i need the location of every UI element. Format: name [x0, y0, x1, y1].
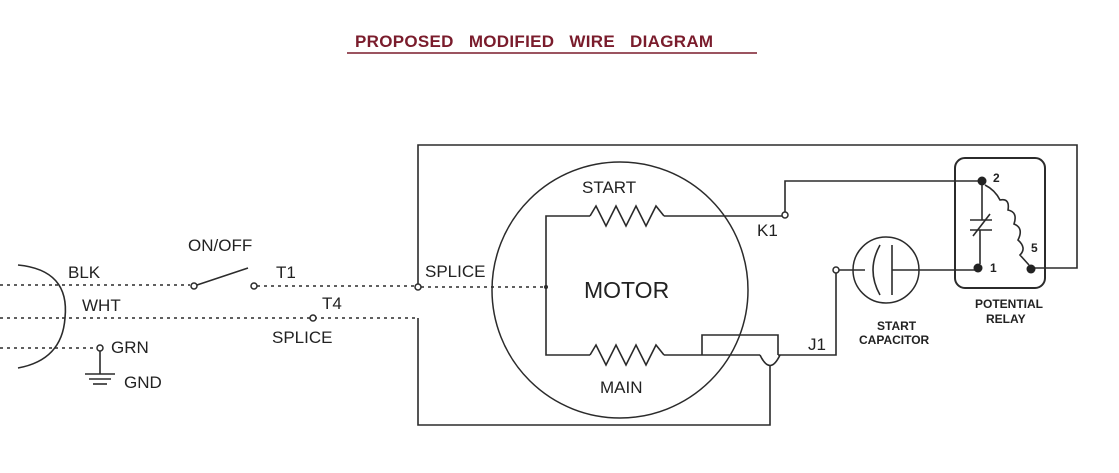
- k1-label: K1: [757, 221, 778, 240]
- resistor-icon: [589, 204, 665, 228]
- motor-label: MOTOR: [584, 277, 669, 303]
- start-winding-label: START: [582, 178, 636, 197]
- blk-label: BLK: [68, 263, 101, 282]
- capacitor-label-line1: START: [877, 319, 917, 333]
- gnd-label: GND: [124, 373, 162, 392]
- k1-wire: [784, 180, 982, 212]
- on-off-label: ON/OFF: [188, 236, 252, 255]
- ground-icon: [85, 351, 115, 385]
- crossover-wire: [759, 354, 781, 367]
- t4-label: T4: [322, 294, 342, 313]
- lower-loop-wire: [417, 318, 771, 426]
- grn-label: GRN: [111, 338, 149, 357]
- capacitor-icon: [839, 236, 978, 304]
- switch-icon: [190, 267, 258, 290]
- j1-wire: [828, 273, 837, 356]
- relay-label-line2: RELAY: [986, 312, 1026, 326]
- t1-label: T1: [276, 263, 296, 282]
- wht-label: WHT: [82, 296, 121, 315]
- diagram-title: PROPOSED MODIFIED WIRE DIAGRAM: [355, 32, 713, 51]
- plug-icon: [0, 264, 67, 369]
- relay-label-line1: POTENTIAL: [975, 297, 1043, 311]
- splice-upper-label: SPLICE: [425, 262, 485, 281]
- resistor-icon: [589, 343, 665, 367]
- relay-pin-2: 2: [993, 171, 1000, 185]
- relay-pin-1: 1: [990, 261, 997, 275]
- motor-circle: [491, 161, 749, 419]
- j1-label: J1: [808, 335, 826, 354]
- relay-pin-5: 5: [1031, 241, 1038, 255]
- main-junction-wire: [701, 334, 779, 355]
- relay-icon: [954, 157, 1046, 289]
- upper-loop-wire: [417, 144, 1078, 286]
- main-winding-label: MAIN: [600, 378, 643, 397]
- splice-lower-label: SPLICE: [272, 328, 332, 347]
- capacitor-label-line2: CAPACITOR: [859, 333, 930, 347]
